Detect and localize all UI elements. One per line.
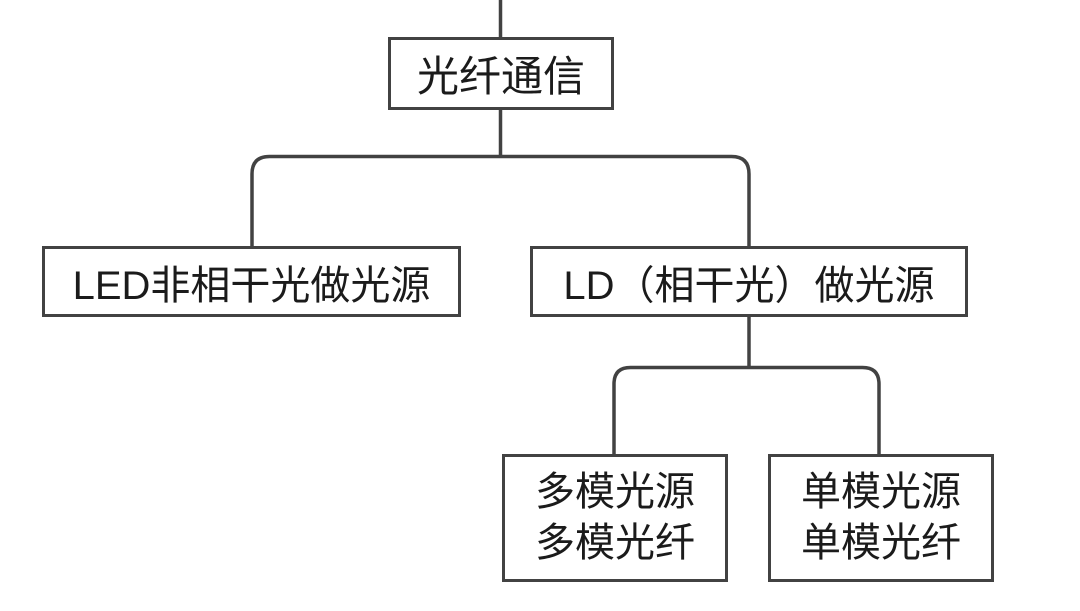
node-ld-coherent-source-label: LD（相干光）做光源: [563, 263, 935, 308]
node-singlemode-label-line1: 单模光源: [801, 470, 961, 515]
node-ld-coherent-source: LD（相干光）做光源: [530, 246, 968, 317]
node-multimode: 多模光源 多模光纤: [502, 454, 728, 582]
node-led-noncoherent-source-label: LED非相干光做光源: [72, 263, 431, 308]
node-singlemode-label-line2: 单模光纤: [801, 521, 961, 565]
node-fiber-optic-communication-label: 光纤通信: [416, 53, 585, 100]
connector-root-to-level2: [250, 154, 751, 248]
connector-ld-to-level3: [612, 365, 881, 456]
node-led-noncoherent-source: LED非相干光做光源: [42, 246, 461, 317]
node-fiber-optic-communication: 光纤通信: [388, 37, 614, 110]
node-multimode-label-line1: 多模光源: [535, 470, 695, 515]
node-singlemode: 单模光源 单模光纤: [768, 454, 994, 582]
node-multimode-label-line2: 多模光纤: [535, 521, 695, 565]
